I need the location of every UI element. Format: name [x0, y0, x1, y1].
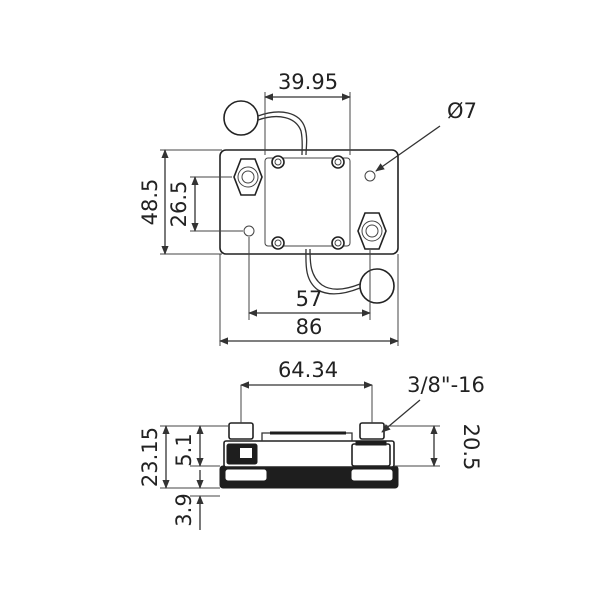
side-view: 64.34 3/8"-16 23.15 5.1 20.5 3.9 — [138, 358, 485, 530]
center-housing — [264, 157, 351, 247]
dim-23-15: 23.15 — [138, 427, 162, 487]
dim-thread: 3/8"-16 — [407, 373, 485, 397]
terminal-top-left — [233, 158, 263, 196]
side-terminal-left — [226, 422, 258, 465]
dim-diameter: Ø7 — [447, 99, 477, 123]
dim-3-9: 3.9 — [172, 493, 196, 526]
dim-39-95: 39.95 — [278, 70, 338, 94]
dim-48-5: 48.5 — [138, 179, 162, 226]
terminal-cap-top — [223, 100, 308, 156]
dim-64-34: 64.34 — [278, 358, 338, 382]
housing-screws — [271, 155, 345, 250]
dim-57: 57 — [296, 287, 323, 311]
mounting-hole-top-right — [364, 170, 376, 182]
top-view: 39.95 Ø7 48.5 26.5 57 86 — [138, 70, 477, 346]
dim-26-5: 26.5 — [167, 181, 191, 228]
terminal-cap-bottom — [305, 248, 395, 304]
dim-5-1: 5.1 — [172, 433, 196, 466]
dim-20-5: 20.5 — [459, 424, 483, 471]
dim-86: 86 — [296, 315, 323, 339]
terminal-bottom-right — [357, 212, 387, 250]
mounting-hole-bottom-left — [243, 225, 255, 237]
